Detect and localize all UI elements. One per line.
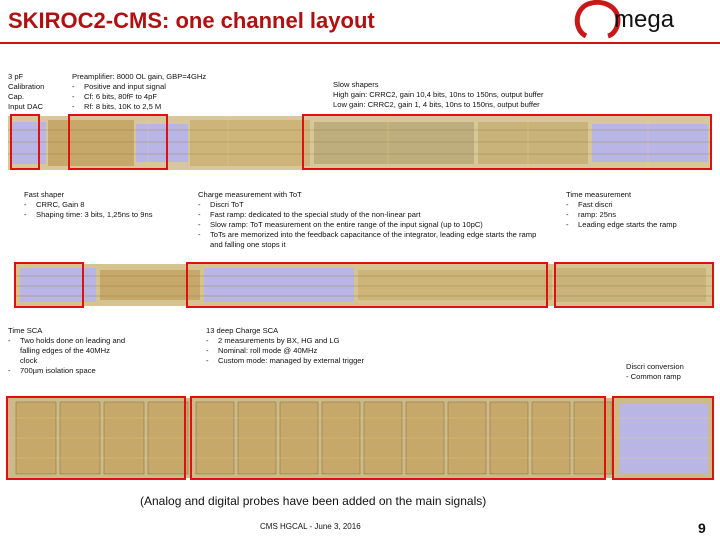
time-measurement-description: Time measurement Fast discri ramp: 25ns … xyxy=(566,190,716,230)
cal-line-3: Cap. xyxy=(8,92,25,101)
time-measurement-title: Time measurement xyxy=(566,190,632,199)
discri-conversion-description: Discri conversion - Common ramp xyxy=(626,362,684,382)
time-sca-item: Two holds done on leading and falling ed… xyxy=(8,336,128,366)
time-item: Fast discri xyxy=(566,200,716,210)
fast-shaper-item: CRRC, Gain 8 xyxy=(24,200,164,210)
time-sca-title: Time SCA xyxy=(8,326,43,335)
cal-line-4: Input DAC xyxy=(8,102,44,111)
highlight-preamp xyxy=(68,114,168,170)
fast-shaper-title: Fast shaper xyxy=(24,190,65,199)
highlight-slow-shapers xyxy=(302,114,712,170)
tot-item: ToTs are memorized into the feedback cap… xyxy=(198,230,548,250)
cal-line-1: 3 pF xyxy=(8,72,24,81)
cal-line-2: Calibration xyxy=(8,82,45,91)
layout-strip-1 xyxy=(8,116,712,170)
chip-layout-image xyxy=(8,116,712,170)
preamp-item: Positive and input signal xyxy=(72,82,206,92)
layout-strip-2 xyxy=(16,264,712,306)
highlight-charge-sca xyxy=(190,396,606,480)
highlight-discri-conversion xyxy=(612,396,714,480)
charge-sca-item: Nominal: roll mode @ 40MHz xyxy=(206,346,426,356)
slow-shapers-title: Slow shapers xyxy=(333,80,379,89)
chip-layout-image xyxy=(16,264,712,306)
time-item: ramp: 25ns xyxy=(566,210,716,220)
time-sca-item: 700µm isolation space xyxy=(8,366,128,376)
highlight-fast-shaper xyxy=(14,262,84,308)
highlight-calibration xyxy=(10,114,40,170)
charge-sca-title: 13 deep Charge SCA xyxy=(206,326,279,335)
page-number: 9 xyxy=(698,520,706,536)
preamp-item: Cf: 6 bits, 80fF to 4pF xyxy=(72,92,206,102)
fast-shaper-description: Fast shaper CRRC, Gain 8 Shaping time: 3… xyxy=(24,190,164,220)
preamp-item: Rf: 8 bits, 10K to 2,5 M xyxy=(72,102,206,112)
tot-description: Charge measurement with ToT Discri ToT F… xyxy=(198,190,548,250)
title-divider xyxy=(0,42,720,44)
tot-title: Charge measurement with ToT xyxy=(198,190,302,199)
highlight-tot xyxy=(186,262,548,308)
preamp-description: Preamplifier: 8000 OL gain, GBP=4GHz Pos… xyxy=(72,72,206,112)
slide-title: SKIROC2-CMS: one channel layout xyxy=(8,8,375,33)
slow-shapers-description: Slow shapers High gain: CRRC2, gain 10,4… xyxy=(333,80,544,110)
omega-logo-icon xyxy=(574,0,621,39)
time-item: Leading edge starts the ramp xyxy=(566,220,716,230)
fast-shaper-item: Shaping time: 3 bits, 1,25ns to 9ns xyxy=(24,210,164,220)
slow-shapers-line: High gain: CRRC2, gain 10,4 bits, 10ns t… xyxy=(333,90,544,99)
slow-shapers-line: Low gain: CRRC2, gain 1, 4 bits, 10ns to… xyxy=(333,100,540,109)
layout-strip-3 xyxy=(8,398,712,478)
discri-conversion-line: Discri conversion xyxy=(626,362,684,371)
preamp-title: Preamplifier: 8000 OL gain, GBP=4GHz xyxy=(72,72,207,81)
footer-text: CMS HGCAL - June 3, 2016 xyxy=(260,522,361,531)
highlight-time-sca xyxy=(6,396,186,480)
chip-layout-image xyxy=(8,398,712,478)
logo-text: mega xyxy=(614,6,675,33)
discri-conversion-line: - Common ramp xyxy=(626,372,681,381)
charge-sca-item: Custom mode: managed by external trigger xyxy=(206,356,426,366)
tot-item: Slow ramp: ToT measurement on the entire… xyxy=(198,220,548,230)
probes-caption: (Analog and digital probes have been add… xyxy=(140,494,487,508)
tot-item: Fast ramp: dedicated to the special stud… xyxy=(198,210,548,220)
time-sca-description: Time SCA Two holds done on leading and f… xyxy=(8,326,128,376)
tot-item: Discri ToT xyxy=(198,200,548,210)
charge-sca-item: 2 measurements by BX, HG and LG xyxy=(206,336,426,346)
charge-sca-description: 13 deep Charge SCA 2 measurements by BX,… xyxy=(206,326,426,366)
calibration-label: 3 pF Calibration Cap. Input DAC xyxy=(8,72,44,112)
highlight-time-measurement xyxy=(554,262,714,308)
